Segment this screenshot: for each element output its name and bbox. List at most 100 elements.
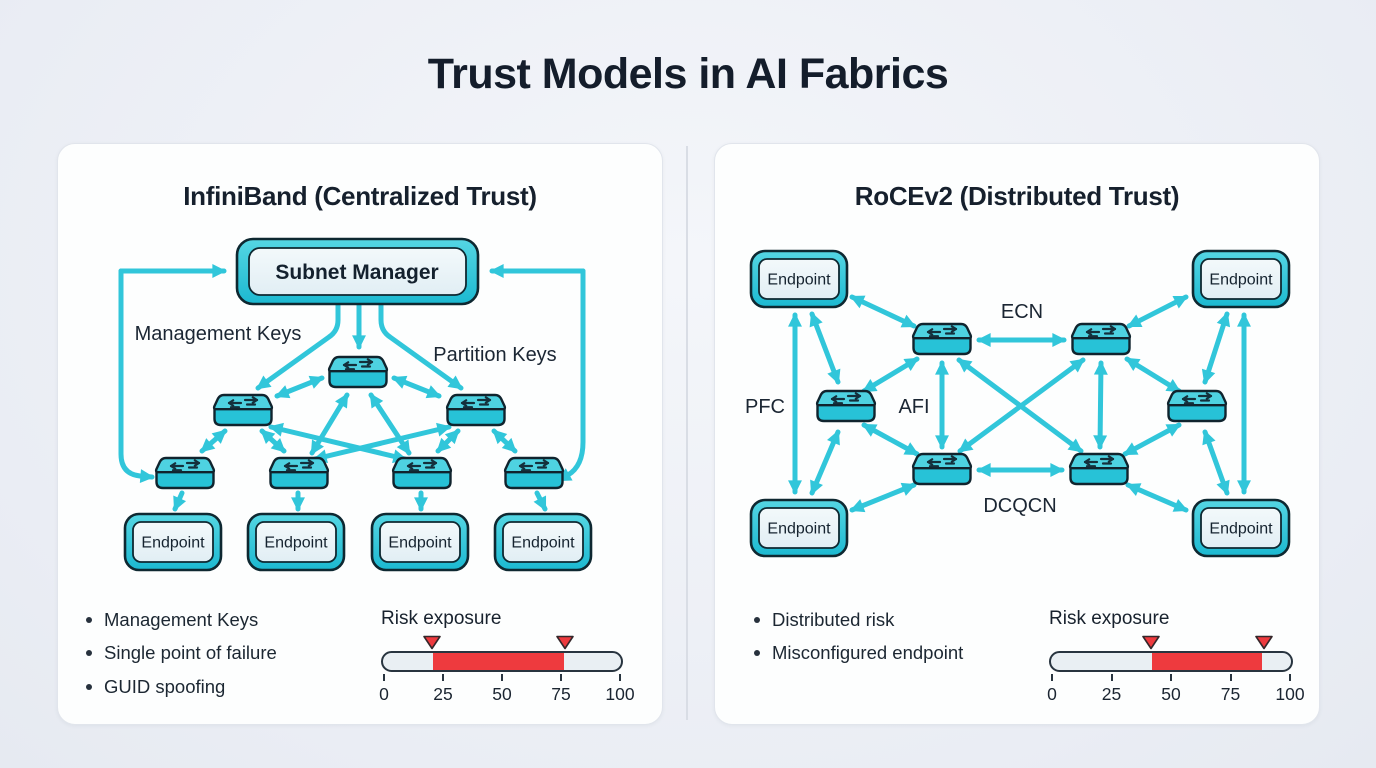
panel-infiniband: InfiniBand (Centralized Trust) (57, 143, 663, 725)
panel-rocev2-heading: RoCEv2 (Distributed Trust) (854, 181, 1180, 211)
risk-band (432, 653, 564, 670)
switch-icon (154, 456, 216, 490)
risk-tick-label: 0 (1047, 684, 1057, 704)
pfc-label: PFC (745, 396, 785, 418)
risk-tick (1170, 674, 1172, 681)
risk-gauge: Risk exposure 0 25 50 75 100 (1047, 608, 1305, 708)
switch-icon (1070, 322, 1132, 356)
risk-label: Risk exposure (381, 608, 502, 629)
endpoint-box: Endpoint (1191, 249, 1291, 309)
bullet-icon (86, 683, 92, 690)
endpoint-label: Endpoint (1209, 521, 1273, 538)
risk-tick-label: 100 (605, 684, 635, 704)
risk-tick-label: 50 (492, 684, 512, 704)
risk-track (1049, 651, 1293, 672)
switch-icon (1068, 452, 1130, 486)
risk-tick (560, 674, 562, 681)
management-loop-arrows (118, 264, 586, 483)
afi-label: AFI (898, 396, 929, 418)
bullet-text: Management Keys (104, 608, 259, 630)
risk-tick (619, 674, 621, 681)
dcqcn-label: DCQCN (983, 495, 1056, 517)
endpoint-label: Endpoint (1209, 272, 1273, 289)
subnet-manager-label: Subnet Manager (275, 261, 438, 284)
risk-marker-icon (422, 635, 441, 650)
endpoint-switch-arrows (809, 294, 1231, 513)
endpoint-box: Endpoint (123, 512, 223, 572)
risk-marker-icon (1142, 635, 1161, 650)
subnet-manager-downlink-arrows (255, 301, 464, 391)
panel-rocev2: RoCEv2 (Distributed Trust) (714, 143, 1320, 725)
risk-tick-label: 75 (551, 684, 571, 704)
bullet-text: Single point of failure (104, 642, 277, 664)
partition-keys-label: Partition Keys (433, 344, 556, 366)
bullet-icon (754, 650, 760, 657)
risk-tick (501, 674, 503, 681)
endpoint-box: Endpoint (749, 498, 849, 558)
bullet-icon (86, 650, 92, 657)
risk-tick (1229, 674, 1232, 681)
endpoint-label: Endpoint (767, 521, 831, 538)
risk-tick-label: 75 (1220, 684, 1241, 704)
switch-icon (268, 456, 330, 490)
switch-mesh-arrows (199, 375, 518, 464)
risk-ticks: 0 25 50 75 100 (1047, 674, 1305, 708)
endpoint-label: Endpoint (511, 535, 575, 552)
subnet-manager-box: Subnet Manager (235, 237, 480, 306)
endpoint-box: Endpoint (246, 512, 346, 572)
page-title: Trust Models in AI Fabrics (427, 50, 949, 98)
endpoint-box: Endpoint (1191, 498, 1291, 558)
list-item: GUID spoofing (86, 670, 277, 704)
list-item: Distributed risk (754, 603, 963, 637)
risk-tick-label: 25 (1101, 684, 1122, 704)
endpoint-label: Endpoint (264, 535, 328, 552)
risk-track (381, 651, 623, 672)
risk-tick-label: 100 (1275, 684, 1305, 704)
bullet-icon (86, 616, 92, 623)
risk-tick-label: 0 (379, 684, 389, 704)
risk-tick (383, 674, 385, 681)
risk-label: Risk exposure (1049, 608, 1170, 629)
switch-icon (1166, 389, 1228, 423)
panel-infiniband-heading: InfiniBand (Centralized Trust) (183, 181, 537, 211)
list-item: Misconfigured endpoint (754, 637, 963, 671)
management-keys-label: Management Keys (135, 323, 302, 345)
switch-icon (445, 393, 507, 427)
infiniband-bullet-list: Management Keys Single point of failure … (86, 603, 277, 704)
risk-track-area (381, 635, 623, 673)
risk-band (1151, 653, 1263, 670)
panel-divider (686, 146, 688, 720)
endpoint-box: Endpoint (493, 512, 593, 572)
switch-icon (327, 355, 389, 389)
rocev2-bullet-list: Distributed risk Misconfigured endpoint (754, 603, 963, 670)
risk-tick (1289, 674, 1291, 681)
endpoint-label: Endpoint (388, 535, 452, 552)
bullet-text: Distributed risk (772, 608, 895, 630)
risk-marker-icon (555, 635, 574, 650)
endpoint-box: Endpoint (370, 512, 470, 572)
endpoint-label: Endpoint (141, 535, 205, 552)
switch-icon (911, 452, 973, 486)
risk-tick-label: 50 (1161, 684, 1181, 704)
bullet-text: GUID spoofing (104, 675, 226, 697)
switch-icon (212, 393, 274, 427)
risk-tick (1110, 674, 1113, 681)
risk-track-area (1049, 635, 1293, 673)
switch-icon (391, 456, 453, 490)
list-item: Single point of failure (86, 637, 277, 671)
risk-tick (442, 674, 444, 681)
switch-endpoint-arrows (172, 490, 548, 512)
risk-marker-icon (1254, 635, 1273, 650)
endpoint-label: Endpoint (767, 272, 831, 289)
endpoint-vertical-arrows (788, 312, 1251, 495)
switch-mesh-arrows (861, 333, 1182, 477)
switch-icon (503, 456, 565, 490)
risk-tick (1051, 674, 1053, 681)
switch-icon (815, 389, 877, 423)
list-item: Management Keys (86, 603, 277, 637)
bullet-text: Misconfigured endpoint (772, 642, 964, 664)
endpoint-box: Endpoint (749, 249, 849, 309)
ecn-label: ECN (1001, 301, 1043, 323)
